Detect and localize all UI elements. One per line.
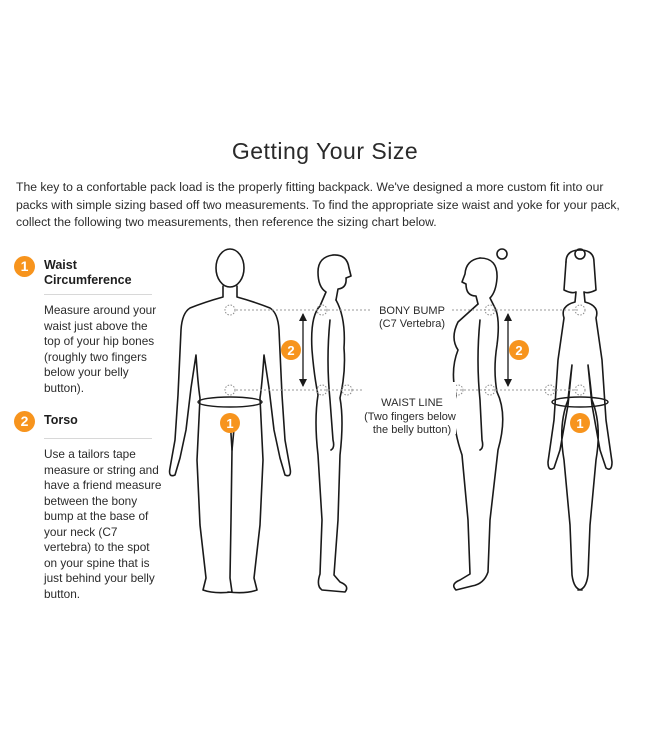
step-header: 1 Waist Circumference: [14, 255, 164, 288]
marker-2-male: 2: [281, 340, 301, 360]
bony-bump-label: BONY BUMP: [379, 305, 445, 317]
marker-1-male: 1: [220, 413, 240, 433]
step-description: Measure around your waist just above the…: [44, 303, 157, 395]
waist-line-sublabel-2: the belly button): [373, 424, 451, 436]
male-waist-band: [197, 396, 263, 408]
step-title: Torso: [44, 413, 78, 427]
svg-text:2: 2: [515, 343, 522, 358]
torso-arrows: [299, 313, 512, 387]
step-header: 2 Torso: [14, 410, 164, 432]
waist-line-sublabel-1: (Two fingers below: [364, 411, 456, 423]
step-title: Waist Circumference: [44, 258, 132, 287]
svg-text:1: 1: [576, 416, 583, 431]
male-side-figure: [310, 254, 352, 593]
waist-bands: [197, 396, 609, 408]
waist-line-label: WAIST LINE: [381, 397, 443, 409]
marker-2-female: 2: [509, 340, 529, 360]
divider: [44, 438, 152, 439]
step-number-badge: 1: [14, 256, 35, 277]
step-number-badge: 2: [14, 411, 35, 432]
svg-text:1: 1: [226, 416, 233, 431]
intro-paragraph: The key to a confortable pack load is th…: [16, 180, 620, 229]
guide-lines: [236, 309, 578, 391]
divider: [44, 294, 152, 295]
reference-points: [224, 304, 586, 396]
instructions: 1 Waist Circumference Measure around you…: [14, 255, 164, 602]
male-front-figure: [168, 248, 292, 594]
step-waist: 1 Waist Circumference Measure around you…: [14, 255, 164, 396]
female-waist-band: [551, 396, 609, 408]
svg-text:2: 2: [287, 343, 294, 358]
female-front-figure: [547, 248, 613, 591]
bony-bump-sublabel: (C7 Vertebra): [379, 318, 445, 330]
step-torso: 2 Torso Use a tailors tape measure or st…: [14, 410, 164, 602]
step-description: Use a tailors tape measure or string and…: [44, 447, 162, 601]
female-side-figure: [452, 248, 508, 591]
page-title: Getting Your Size: [231, 138, 419, 164]
marker-1-female: 1: [570, 413, 590, 433]
